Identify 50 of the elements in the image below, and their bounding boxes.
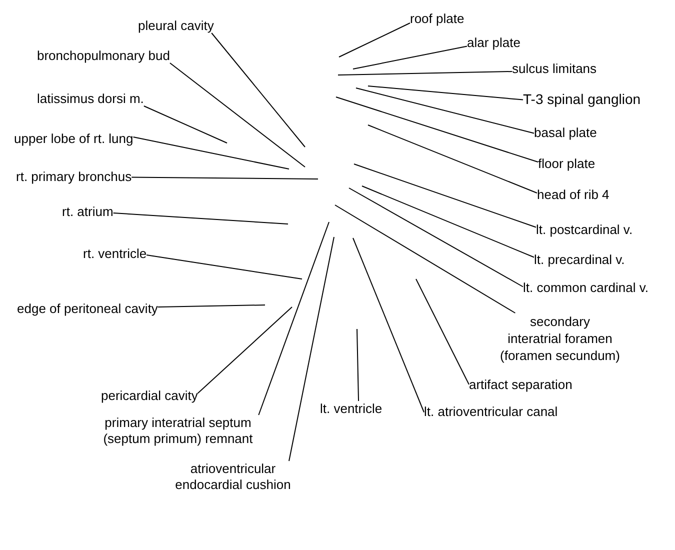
leader-line bbox=[146, 254, 302, 280]
leader-line bbox=[368, 86, 524, 100]
structure-label: primary interatrial septum (septum primum) remnant bbox=[94, 415, 262, 447]
leader-line bbox=[362, 186, 534, 258]
leader-line bbox=[416, 278, 470, 385]
structure-label: sulcus limitans bbox=[512, 61, 597, 76]
leader-line bbox=[169, 62, 306, 168]
structure-label: bronchopulmonary bud bbox=[37, 48, 170, 63]
structure-label: edge of peritoneal cavity bbox=[17, 301, 158, 316]
structure-label: lt. ventricle bbox=[320, 401, 382, 416]
structure-label: lt. common cardinal v. bbox=[523, 280, 648, 295]
leader-line bbox=[338, 71, 512, 76]
leader-line bbox=[143, 106, 228, 144]
structure-label: alar plate bbox=[467, 35, 520, 50]
leader-line bbox=[352, 238, 424, 413]
leader-line bbox=[336, 96, 538, 162]
leader-line bbox=[356, 88, 534, 134]
leader-line bbox=[157, 304, 266, 308]
structure-label: floor plate bbox=[538, 156, 596, 171]
leader-line bbox=[211, 32, 306, 148]
leader-line bbox=[368, 124, 538, 194]
leader-line bbox=[356, 328, 360, 402]
leader-line bbox=[132, 136, 290, 170]
structure-label: basal plate bbox=[534, 125, 597, 140]
leader-line bbox=[334, 204, 516, 314]
structure-label: lt. postcardinal v. bbox=[536, 222, 633, 237]
structure-label: rt. ventricle bbox=[83, 246, 147, 261]
leader-line bbox=[338, 22, 410, 58]
structure-label: rt. primary bronchus bbox=[16, 169, 132, 184]
structure-label: upper lobe of rt. lung bbox=[14, 131, 134, 146]
leader-line bbox=[348, 188, 524, 288]
leader-line bbox=[258, 222, 330, 416]
leader-line bbox=[354, 164, 536, 228]
structure-label: secondary interatrial foramen (foramen secundum) bbox=[496, 313, 624, 364]
structure-label: rt. atrium bbox=[62, 204, 114, 219]
leader-line bbox=[112, 212, 288, 224]
structure-label: roof plate bbox=[410, 11, 464, 26]
structure-label: pericardial cavity bbox=[101, 388, 198, 403]
structure-label: head of rib 4 bbox=[537, 187, 610, 202]
structure-label: atrioventricular endocardial cushion bbox=[163, 461, 303, 493]
leader-line bbox=[288, 236, 334, 462]
structure-label: pleural cavity bbox=[138, 18, 214, 33]
leader-line bbox=[352, 46, 468, 70]
structure-label: lt. precardinal v. bbox=[534, 252, 625, 267]
leader-line bbox=[131, 176, 318, 180]
leader-line bbox=[197, 306, 292, 394]
structure-label: lt. atrioventricular canal bbox=[424, 404, 558, 419]
structure-label: artifact separation bbox=[469, 377, 572, 392]
structure-label: latissimus dorsi m. bbox=[37, 91, 144, 106]
structure-label: T-3 spinal ganglion bbox=[523, 91, 641, 107]
